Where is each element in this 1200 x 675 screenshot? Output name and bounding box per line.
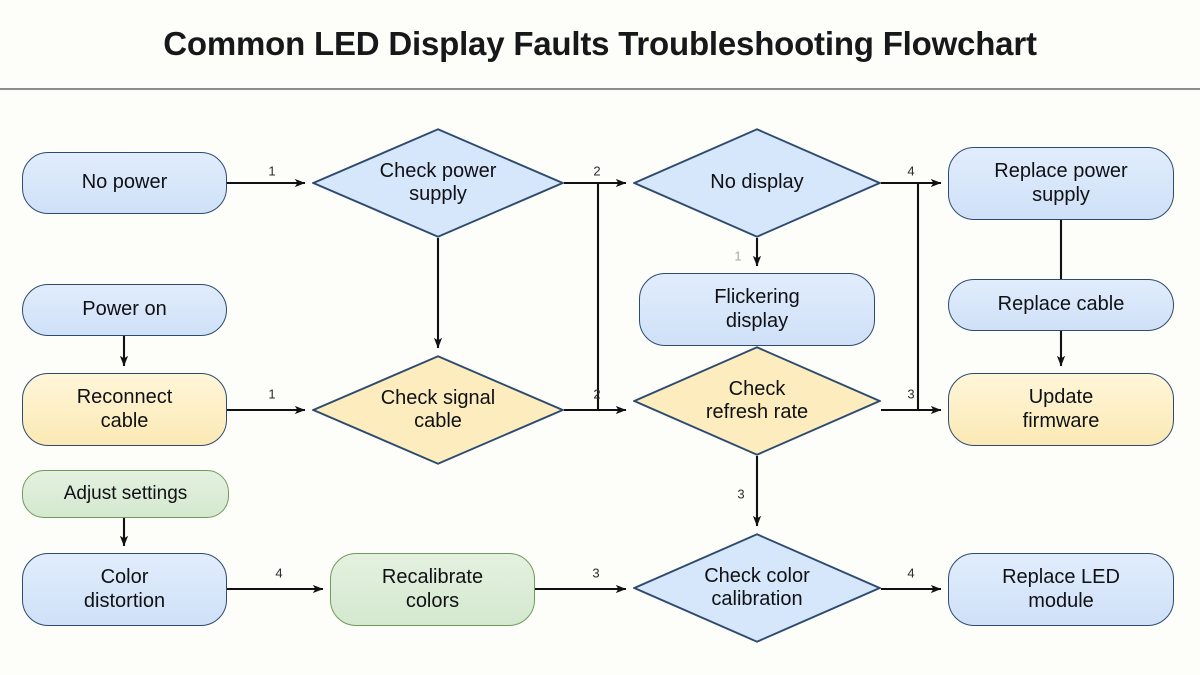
- node-label: Check color calibration: [704, 564, 810, 610]
- node-label: Reconnect cable: [76, 386, 173, 432]
- node-adjust-settings[interactable]: Adjust settings: [22, 470, 229, 518]
- diamond-shape: [633, 533, 881, 643]
- node-label: Update firmware: [1022, 386, 1100, 432]
- node-label: Replace cable: [997, 293, 1125, 316]
- edge-label: 3: [907, 386, 915, 402]
- node-label: Check power supply: [379, 159, 497, 205]
- page-title: Common LED Display Faults Troubleshootin…: [163, 25, 1037, 62]
- node-label: Check signal cable: [380, 386, 496, 432]
- edge-label: 3: [592, 565, 600, 581]
- node-label: Power on: [82, 298, 167, 321]
- edge-label: 1: [734, 248, 742, 264]
- node-check-signal-cable[interactable]: Check signal cable: [312, 355, 564, 465]
- node-label: Color distortion: [83, 566, 166, 612]
- edge-label: 4: [907, 565, 915, 581]
- node-replace-cable[interactable]: Replace cable: [948, 279, 1174, 331]
- title-divider: [0, 88, 1200, 90]
- node-label: No display: [710, 171, 804, 194]
- edge-label: 3: [737, 486, 745, 502]
- diamond-shape: [633, 346, 881, 456]
- node-label: Adjust settings: [63, 482, 188, 504]
- node-check-power-supply[interactable]: Check power supply: [312, 128, 564, 238]
- node-label: Check refresh rate: [705, 377, 809, 423]
- edge-label: 2: [593, 163, 601, 179]
- title-bar: Common LED Display Faults Troubleshootin…: [0, 0, 1200, 88]
- diamond-shape: [633, 128, 881, 238]
- node-label: Replace LED module: [1002, 566, 1120, 612]
- node-check-refresh-rate[interactable]: Check refresh rate: [633, 346, 881, 456]
- node-replace-power-supply[interactable]: Replace power supply: [948, 147, 1174, 220]
- edge-label: 1: [268, 163, 276, 179]
- node-reconnect-cable[interactable]: Reconnect cable: [22, 373, 227, 446]
- node-replace-led-module[interactable]: Replace LED module: [948, 553, 1174, 626]
- edge-label: 2: [593, 386, 601, 402]
- edges-group: [119, 178, 1066, 594]
- node-label: Flickering display: [714, 286, 800, 332]
- diamond-shape: [312, 355, 564, 465]
- edge-label: 1: [268, 386, 276, 402]
- node-no-power[interactable]: No power: [22, 152, 227, 214]
- edge-label: 4: [907, 163, 915, 179]
- node-flickering-display[interactable]: Flickering display: [639, 273, 875, 346]
- diamond-shape: [312, 128, 564, 238]
- node-power-on[interactable]: Power on: [22, 284, 227, 336]
- node-label: Replace power supply: [994, 160, 1128, 206]
- node-color-distortion[interactable]: Color distortion: [22, 553, 227, 626]
- node-update-firmware[interactable]: Update firmware: [948, 373, 1174, 446]
- node-no-display[interactable]: No display: [633, 128, 881, 238]
- node-label: Recalibrate colors: [381, 566, 484, 612]
- node-label: No power: [81, 171, 168, 194]
- node-recalibrate-colors[interactable]: Recalibrate colors: [330, 553, 535, 626]
- node-check-color-calibration[interactable]: Check color calibration: [633, 533, 881, 643]
- edge-label: 4: [275, 565, 283, 581]
